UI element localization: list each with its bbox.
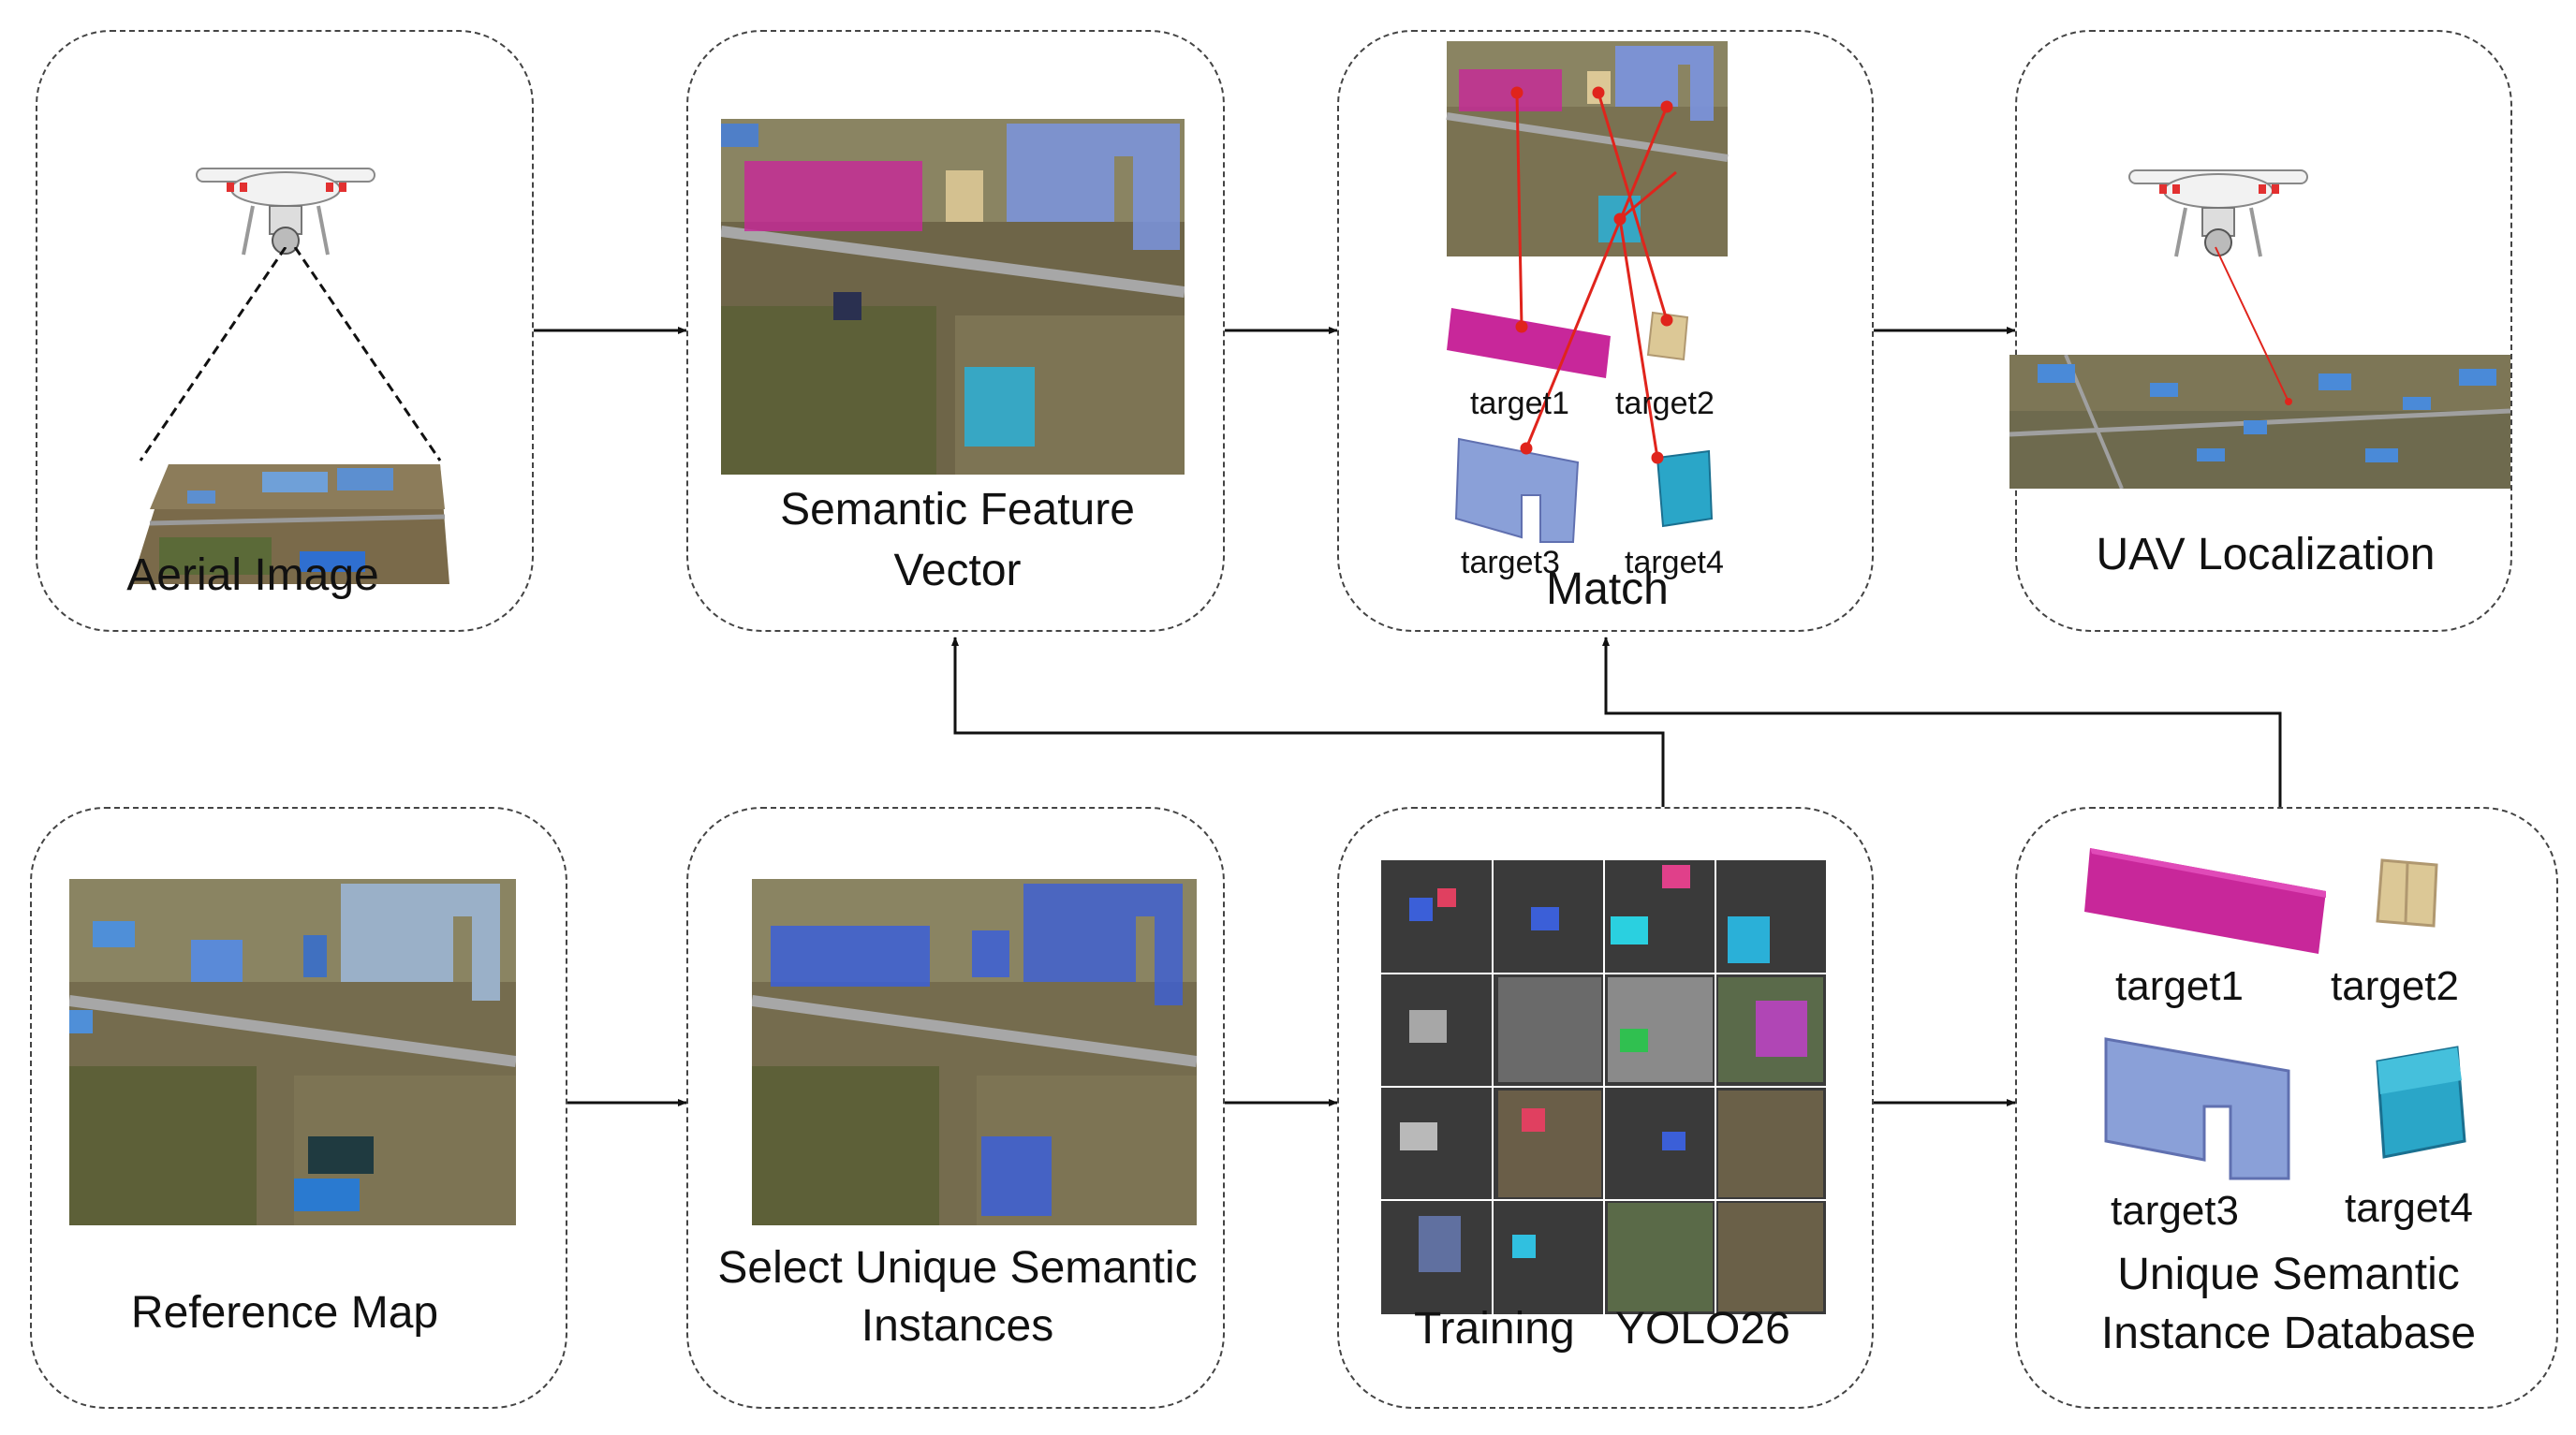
match-target3-label: target3 — [1461, 545, 1560, 580]
match-diagram — [1446, 41, 1729, 543]
instance-4 — [981, 1136, 1052, 1216]
db-target2-label: target2 — [2331, 963, 2459, 1009]
select-instances-label-line1: Select Unique Semantic — [717, 1243, 1198, 1293]
target4-mask — [964, 367, 1035, 447]
db-target3-label: target3 — [2111, 1188, 2239, 1234]
db-target1-shape-top — [2090, 848, 2326, 898]
camera-field-of-view — [139, 247, 442, 461]
semantic-feature-panel: Semantic Feature Vector — [686, 30, 1225, 632]
aerial-image — [131, 464, 449, 584]
match-target1-shape — [1447, 308, 1611, 378]
localization-map — [2009, 355, 2510, 489]
aerial-image-panel: Aerial Image — [36, 30, 534, 632]
instance-3 — [1023, 884, 1183, 1005]
reference-map-label: Reference Map — [130, 1288, 439, 1338]
instance-database-label-line2: Instance Database — [2100, 1309, 2477, 1358]
match-target1-label: target1 — [1470, 386, 1569, 421]
reference-map-image — [69, 879, 516, 1225]
match-target2-label: target2 — [1615, 386, 1715, 421]
semantic-feature-label-line2: Vector — [893, 546, 1022, 595]
semantic-feature-label-line1: Semantic Feature — [780, 485, 1135, 534]
target2-mask — [946, 170, 983, 222]
uav-localization-panel: UAV Localization — [2009, 30, 2512, 632]
match-target3-shape — [1454, 437, 1580, 543]
db-target1-label: target1 — [2115, 963, 2244, 1009]
target3-mask — [1007, 124, 1180, 250]
instance-database-panel: target1 target2 target3 target4 Unique S… — [2015, 807, 2558, 1409]
database-targets — [2084, 848, 2466, 1180]
match-target4-label: target4 — [1625, 545, 1724, 580]
db-target4-label: target4 — [2345, 1185, 2473, 1231]
aerial-image-label: Aerial Image — [126, 550, 379, 600]
training-panel: Training YOLO26 — [1337, 807, 1874, 1409]
instance-2 — [972, 930, 1009, 977]
target1-mask — [744, 161, 922, 231]
match-target2-shape — [1646, 311, 1689, 361]
select-instances-label-line2: Instances — [861, 1301, 1054, 1351]
db-target1-shape — [2084, 848, 2326, 954]
reference-map-panel: Reference Map — [30, 807, 567, 1409]
training-sample-grid — [1381, 860, 1826, 1314]
drone-icon — [196, 168, 375, 256]
match-label: Match — [1546, 564, 1669, 614]
instance-1 — [771, 926, 930, 987]
uav-localization-drone-icon — [2128, 169, 2308, 257]
uav-localization-label: UAV Localization — [2096, 530, 2436, 579]
semantic-segmented-image — [721, 119, 1185, 475]
training-label-word1: Training — [1414, 1304, 1575, 1354]
instance-database-label-line1: Unique Semantic — [2117, 1250, 2460, 1299]
arrow-database-to-match — [1602, 637, 2282, 807]
match-target4-shape — [1656, 449, 1714, 528]
select-instances-panel: Select Unique Semantic Instances — [686, 807, 1225, 1409]
arrow-training-to-semantic — [951, 637, 1665, 807]
select-instances-image — [752, 879, 1197, 1225]
match-panel: target1 target2 target3 target4 Match — [1337, 30, 1874, 632]
db-target3-shape — [2104, 1037, 2290, 1180]
training-label-word2: YOLO26 — [1615, 1304, 1790, 1354]
localization-ray — [2215, 246, 2292, 405]
